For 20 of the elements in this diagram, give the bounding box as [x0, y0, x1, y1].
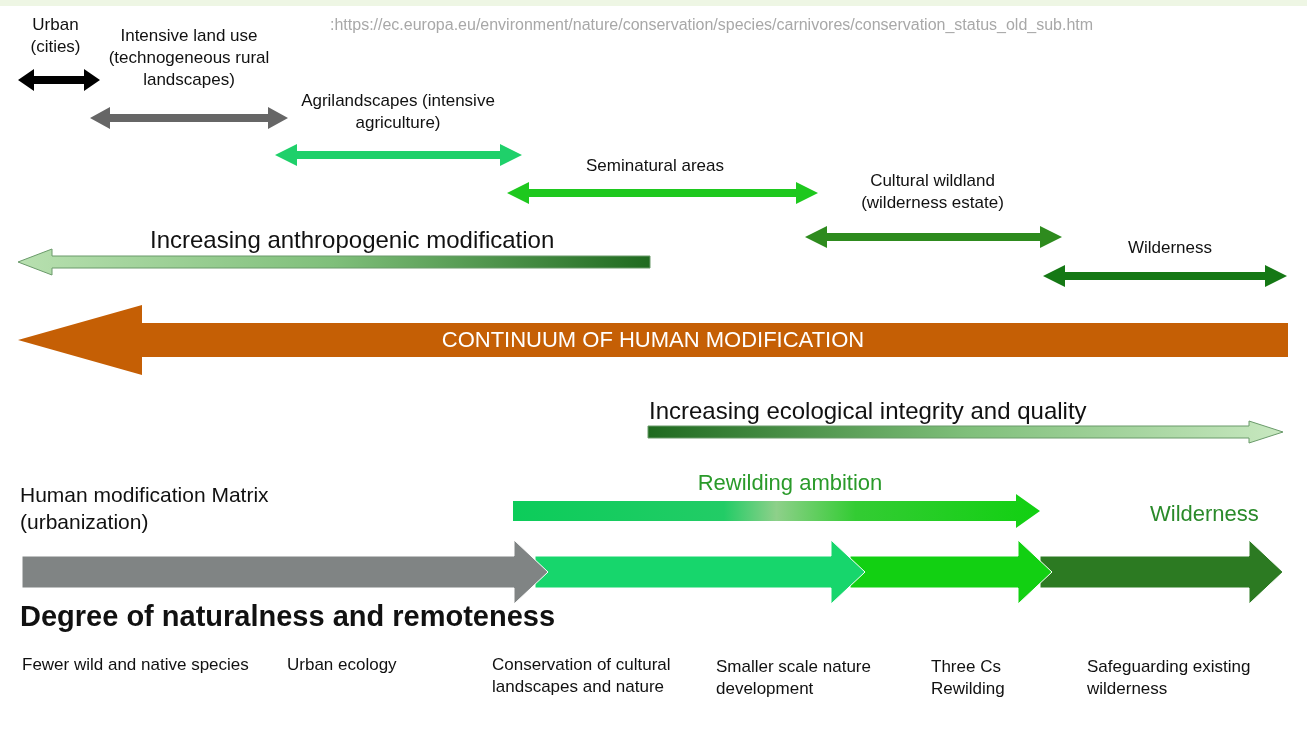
label: Agrilandscapes (intensive agriculture) — [300, 90, 496, 135]
label: Wilderness — [1126, 237, 1214, 259]
source-url: :https://ec.europa.eu/environment/nature/conservation/species/carnivores/conservation_status_old_sub.htm — [330, 15, 1094, 35]
label: Three Cs Rewilding — [931, 656, 1006, 701]
label: Smaller scale nature development — [716, 656, 872, 701]
label: Conservation of cultural landscapes and nature — [492, 654, 672, 699]
axis-title: Increasing ecological integrity and quality — [649, 396, 1087, 426]
label: Safeguarding existing wilderness — [1087, 656, 1252, 701]
label: Cultural wildland (wilderness estate) — [860, 170, 1005, 215]
axis-title: Rewilding ambition — [696, 469, 884, 497]
label: Fewer wild and native species — [22, 654, 250, 676]
label: Human modification Matrix (urbanization) — [20, 482, 270, 536]
arrow-label: CONTINUUM OF HUMAN MODIFICATION — [440, 327, 866, 353]
label: Intensive land use (technogeneous rural landscapes) — [107, 25, 271, 92]
label: Urban ecology — [287, 654, 398, 676]
label: Urban (cities) — [29, 14, 82, 59]
label: Seminatural areas — [585, 155, 725, 177]
axis-title: Increasing anthropogenic modification — [150, 225, 555, 255]
label: Wilderness — [1150, 500, 1259, 528]
heading: Degree of naturalness and remoteness — [20, 599, 556, 634]
